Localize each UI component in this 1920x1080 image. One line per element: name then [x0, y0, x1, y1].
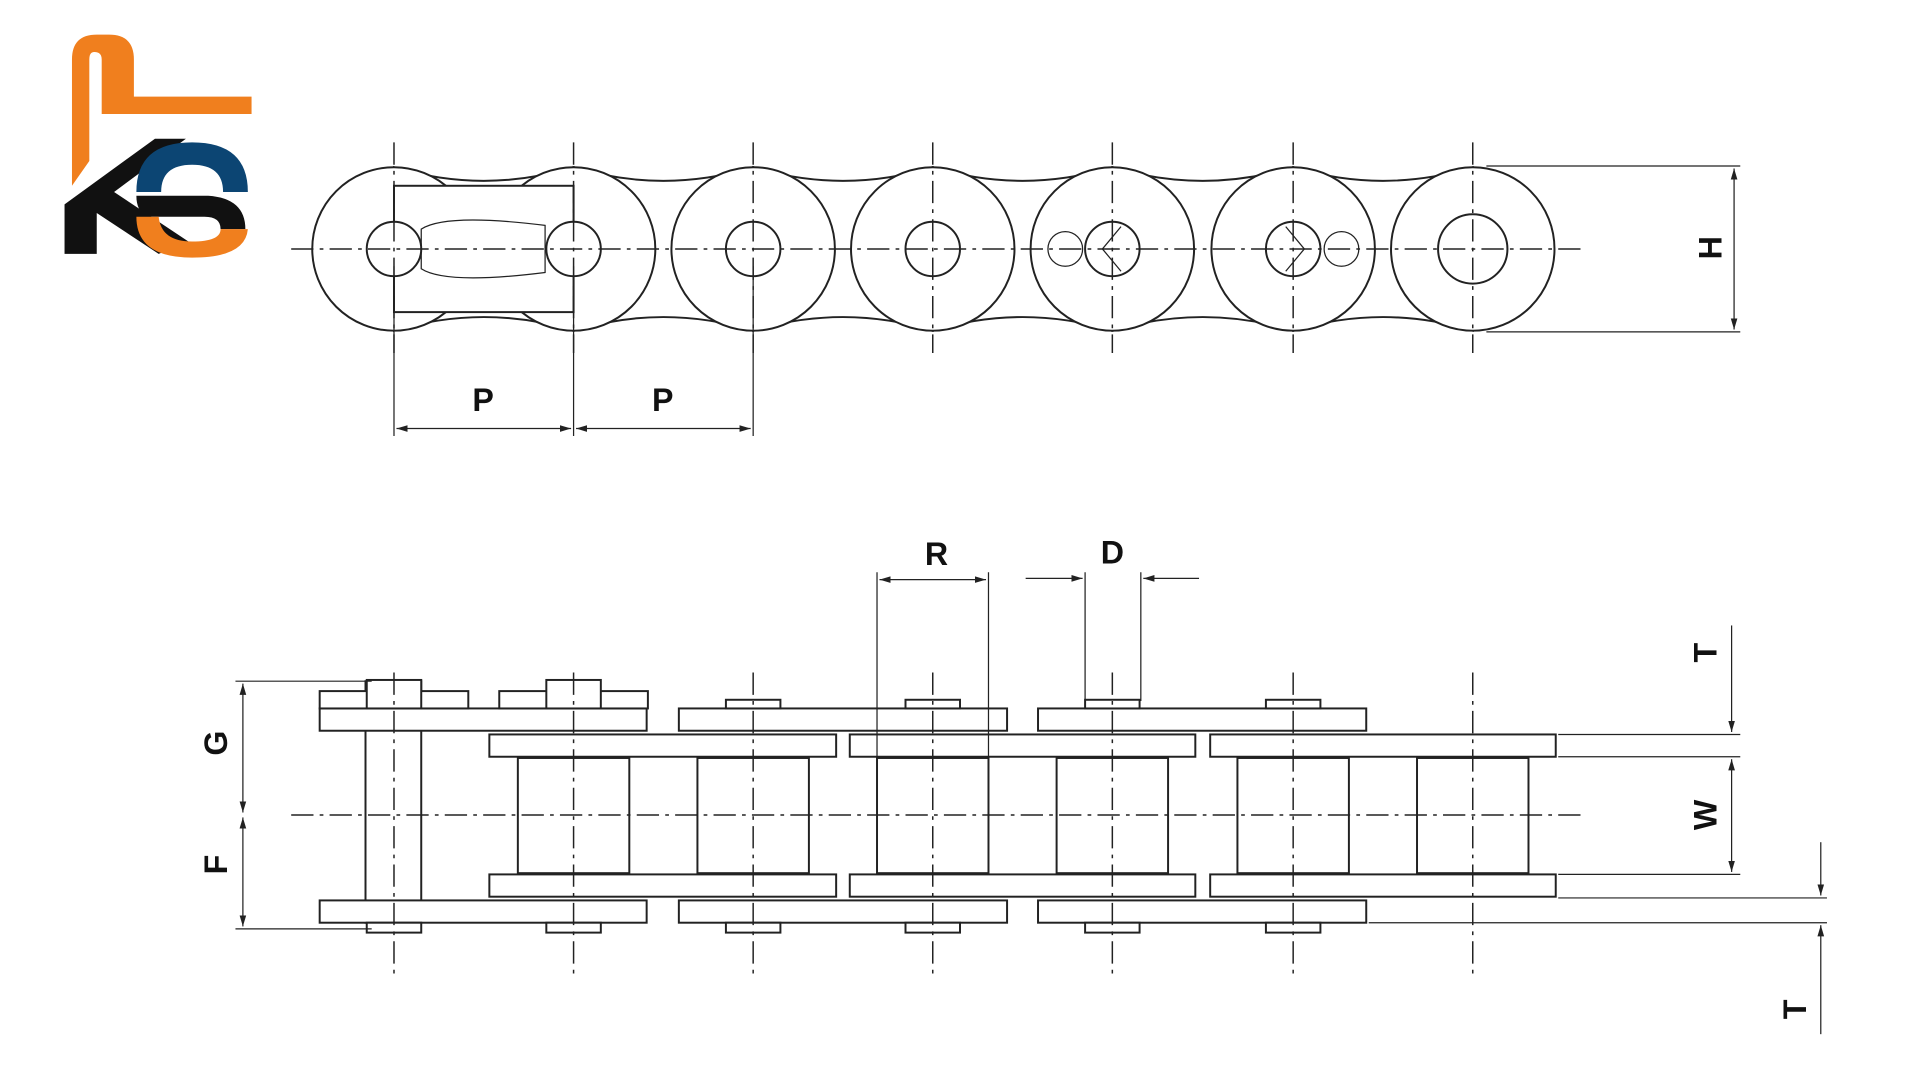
inner-plate: [488, 873, 838, 898]
ks-logo: [64, 34, 252, 258]
pin-diameter-dimension: D: [1025, 535, 1200, 702]
f-label: F: [198, 855, 234, 875]
pitch-label: P: [472, 382, 493, 418]
height-dimension: H: [1486, 165, 1741, 333]
outer-plate: [1037, 899, 1368, 924]
g-label: G: [198, 731, 234, 756]
height-label: H: [1693, 236, 1729, 259]
inner-plate: [848, 873, 1197, 898]
pin-length-dimension: G F: [198, 680, 372, 930]
width-dimension: W: [1558, 759, 1741, 876]
thickness-label: T: [1777, 999, 1813, 1019]
outer-plate: [677, 899, 1009, 924]
roller-dimension: R: [876, 536, 990, 758]
cotter-pin: [1285, 226, 1305, 272]
outer-plate: [318, 899, 648, 924]
outer-plate: [1037, 707, 1368, 732]
spring-clip: [420, 219, 546, 279]
inner-plate: [488, 733, 838, 758]
outer-plate: [677, 707, 1009, 732]
thickness-dimension-bottom: T: [1368, 842, 1827, 1035]
width-label: W: [1688, 799, 1724, 830]
thickness-label: T: [1688, 643, 1724, 663]
inner-plate: [848, 733, 1197, 758]
pitch-label: P: [652, 382, 673, 418]
thickness-dimension-top: T: [1558, 625, 1741, 758]
cotter-pin: [1047, 230, 1084, 267]
pin-diameter-label: D: [1101, 535, 1124, 571]
chain-top-view: [291, 142, 1586, 353]
roller-label: R: [925, 536, 948, 572]
inner-plate: [1209, 733, 1557, 758]
chain-side-view: [291, 672, 1586, 979]
inner-plate: [1209, 873, 1557, 898]
outer-plate: [318, 707, 648, 732]
pitch-dimension: P P: [393, 266, 754, 436]
